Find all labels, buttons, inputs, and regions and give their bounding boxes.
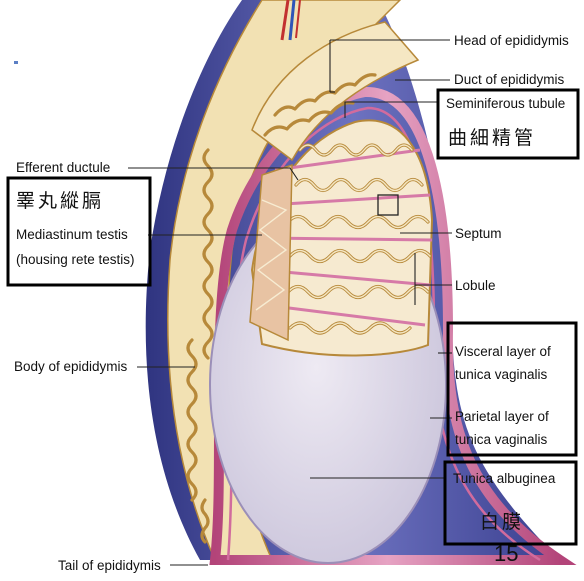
label-tunica-albuginea: Tunica albuginea [453,471,556,486]
mediastinum-box [6,176,152,287]
seminiferous-tubule-box [436,88,580,160]
tunica-vaginalis-box [446,321,578,457]
label-efferent-ductule-zh: 睪丸縱膈 [16,190,104,212]
label-parietal-layer-2: tunica vaginalis [455,432,548,447]
tubule-highlight-square [377,194,399,216]
label-efferent-ductule: Efferent ductule [16,160,110,175]
page-number: 15 [494,541,518,566]
label-visceral-layer-1: Visceral layer of [455,344,551,359]
seminiferous-tubules [286,143,432,335]
leader-lines [128,39,452,566]
label-seminiferous-tubule: Seminiferous tubule [446,96,565,111]
label-tunica-albuginea-zh: 白膜 [480,511,524,533]
label-septum: Septum [455,226,502,241]
label-mediastinum-testis: Mediastinum testis [16,227,128,242]
label-body-of-epididymis: Body of epididymis [14,359,128,374]
label-mediastinum-testis-note: (housing rete testis) [16,252,135,267]
label-duct-of-epididymis: Duct of epididymis [454,72,565,87]
label-seminiferous-tubule-zh: 曲細精管 [448,127,536,149]
label-parietal-layer-1: Parietal layer of [455,409,549,424]
label-visceral-layer-2: tunica vaginalis [455,367,548,382]
label-lobule: Lobule [455,278,496,293]
tunica-albuginea-box [443,460,578,546]
label-head-of-epididymis: Head of epididymis [454,33,569,48]
epididymis-duct-coils [186,148,214,544]
label-tail-of-epididymis: Tail of epididymis [58,558,161,573]
